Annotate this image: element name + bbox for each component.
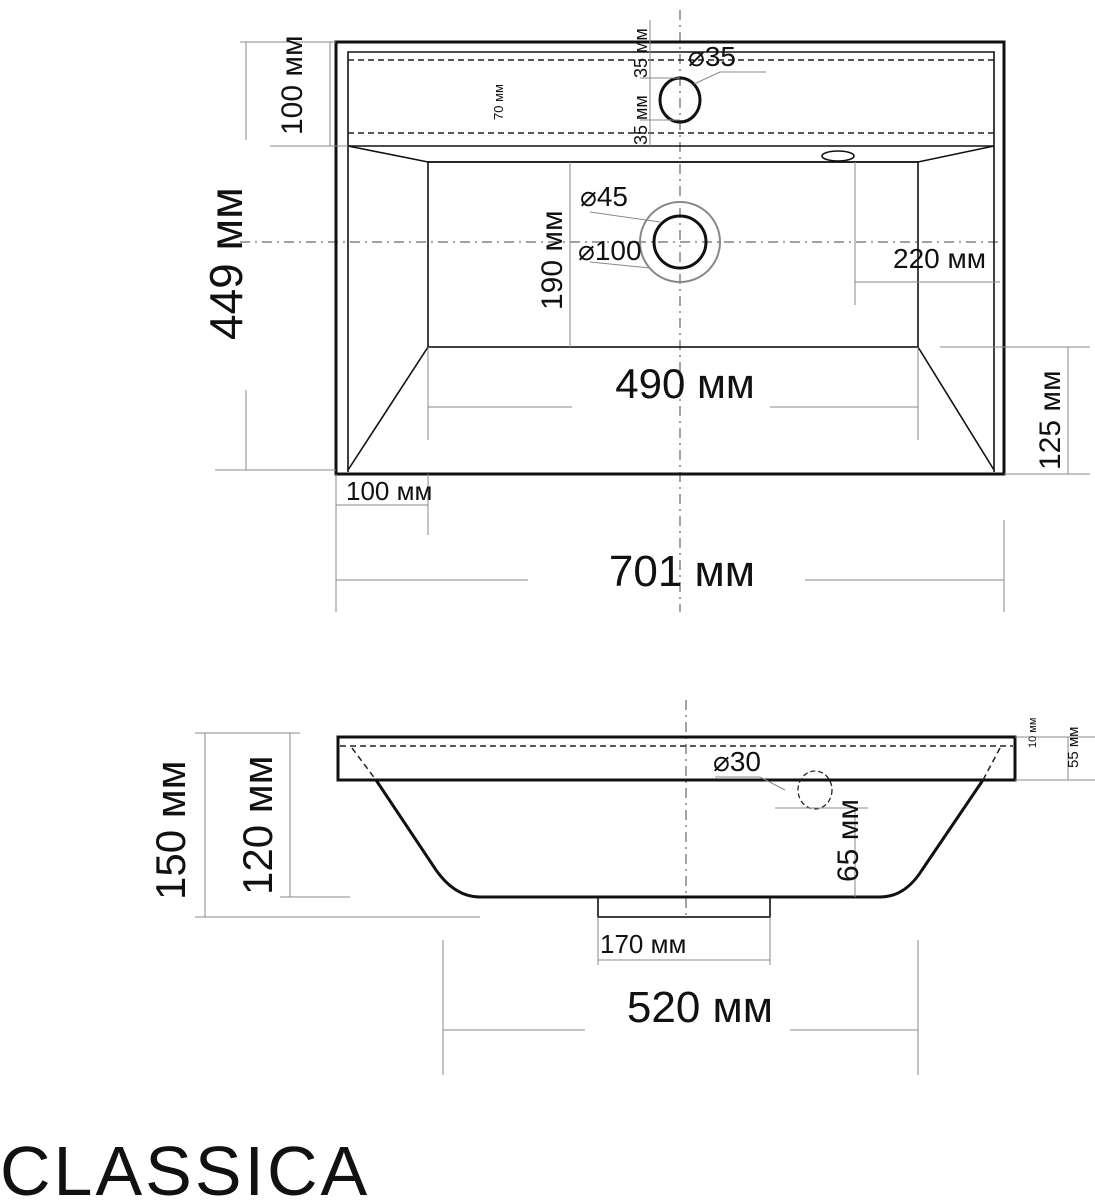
overflow-hole (797, 770, 833, 810)
rim-inner-dimension: 10 мм (1027, 718, 1039, 748)
total-height-dimension: 150 мм (147, 761, 194, 901)
drain-inner-diameter: ⌀45 (580, 181, 628, 212)
side-view: ⌀30 65 мм 10 мм 55 мм 150 мм 120 мм 170 … (147, 700, 1095, 1075)
bowl-back-slope (347, 145, 995, 163)
drain-depth-dimension: 190 мм (536, 210, 569, 310)
overflow-hole-diameter: ⌀30 (713, 746, 761, 777)
rim-height-dimension: 55 мм (1065, 727, 1082, 768)
brand-name: CLASSICA (0, 1132, 370, 1200)
sink-outline (334, 40, 1006, 476)
drain-width-dimension: 170 мм (600, 929, 686, 959)
bowl-corner (917, 346, 995, 471)
bowl-bottom (427, 161, 919, 348)
overflow-height-dimension: 65 мм (832, 799, 865, 882)
bowl-bottom-width-dimension: 520 мм (627, 983, 773, 1032)
overflow-hole (821, 150, 855, 162)
drain-hole (652, 214, 708, 270)
drain-flange (639, 201, 721, 283)
tap-zone-dimension: 70 мм (491, 84, 506, 120)
total-width-dimension: 701 мм (609, 547, 755, 596)
bowl-profile (374, 779, 985, 899)
deck-dimension: 100 мм (276, 35, 309, 135)
inner-rim (347, 51, 995, 472)
tap-offset-bottom: 35 мм (631, 95, 651, 145)
side-rim-dimension: 100 мм (346, 476, 432, 506)
bowl-height-dimension: 120 мм (234, 756, 281, 896)
bowl-width-dimension: 490 мм (615, 360, 755, 407)
drain-outer-diameter: ⌀100 (578, 235, 642, 266)
height-dimension: 449 мм (200, 187, 252, 340)
bowl-corner (347, 346, 429, 471)
front-slope-dimension: 125 мм (1034, 370, 1067, 470)
top-view: 449 мм 100 мм 35 мм 35 мм 70 мм ⌀35 ⌀45 … (200, 10, 1090, 612)
drain-outlet (597, 896, 771, 918)
tap-offset-top: 35 мм (631, 28, 651, 78)
overflow-dimension: 220 мм (893, 243, 986, 274)
tap-hole-diameter: ⌀35 (688, 41, 736, 72)
sink-top-slab (336, 735, 1017, 782)
